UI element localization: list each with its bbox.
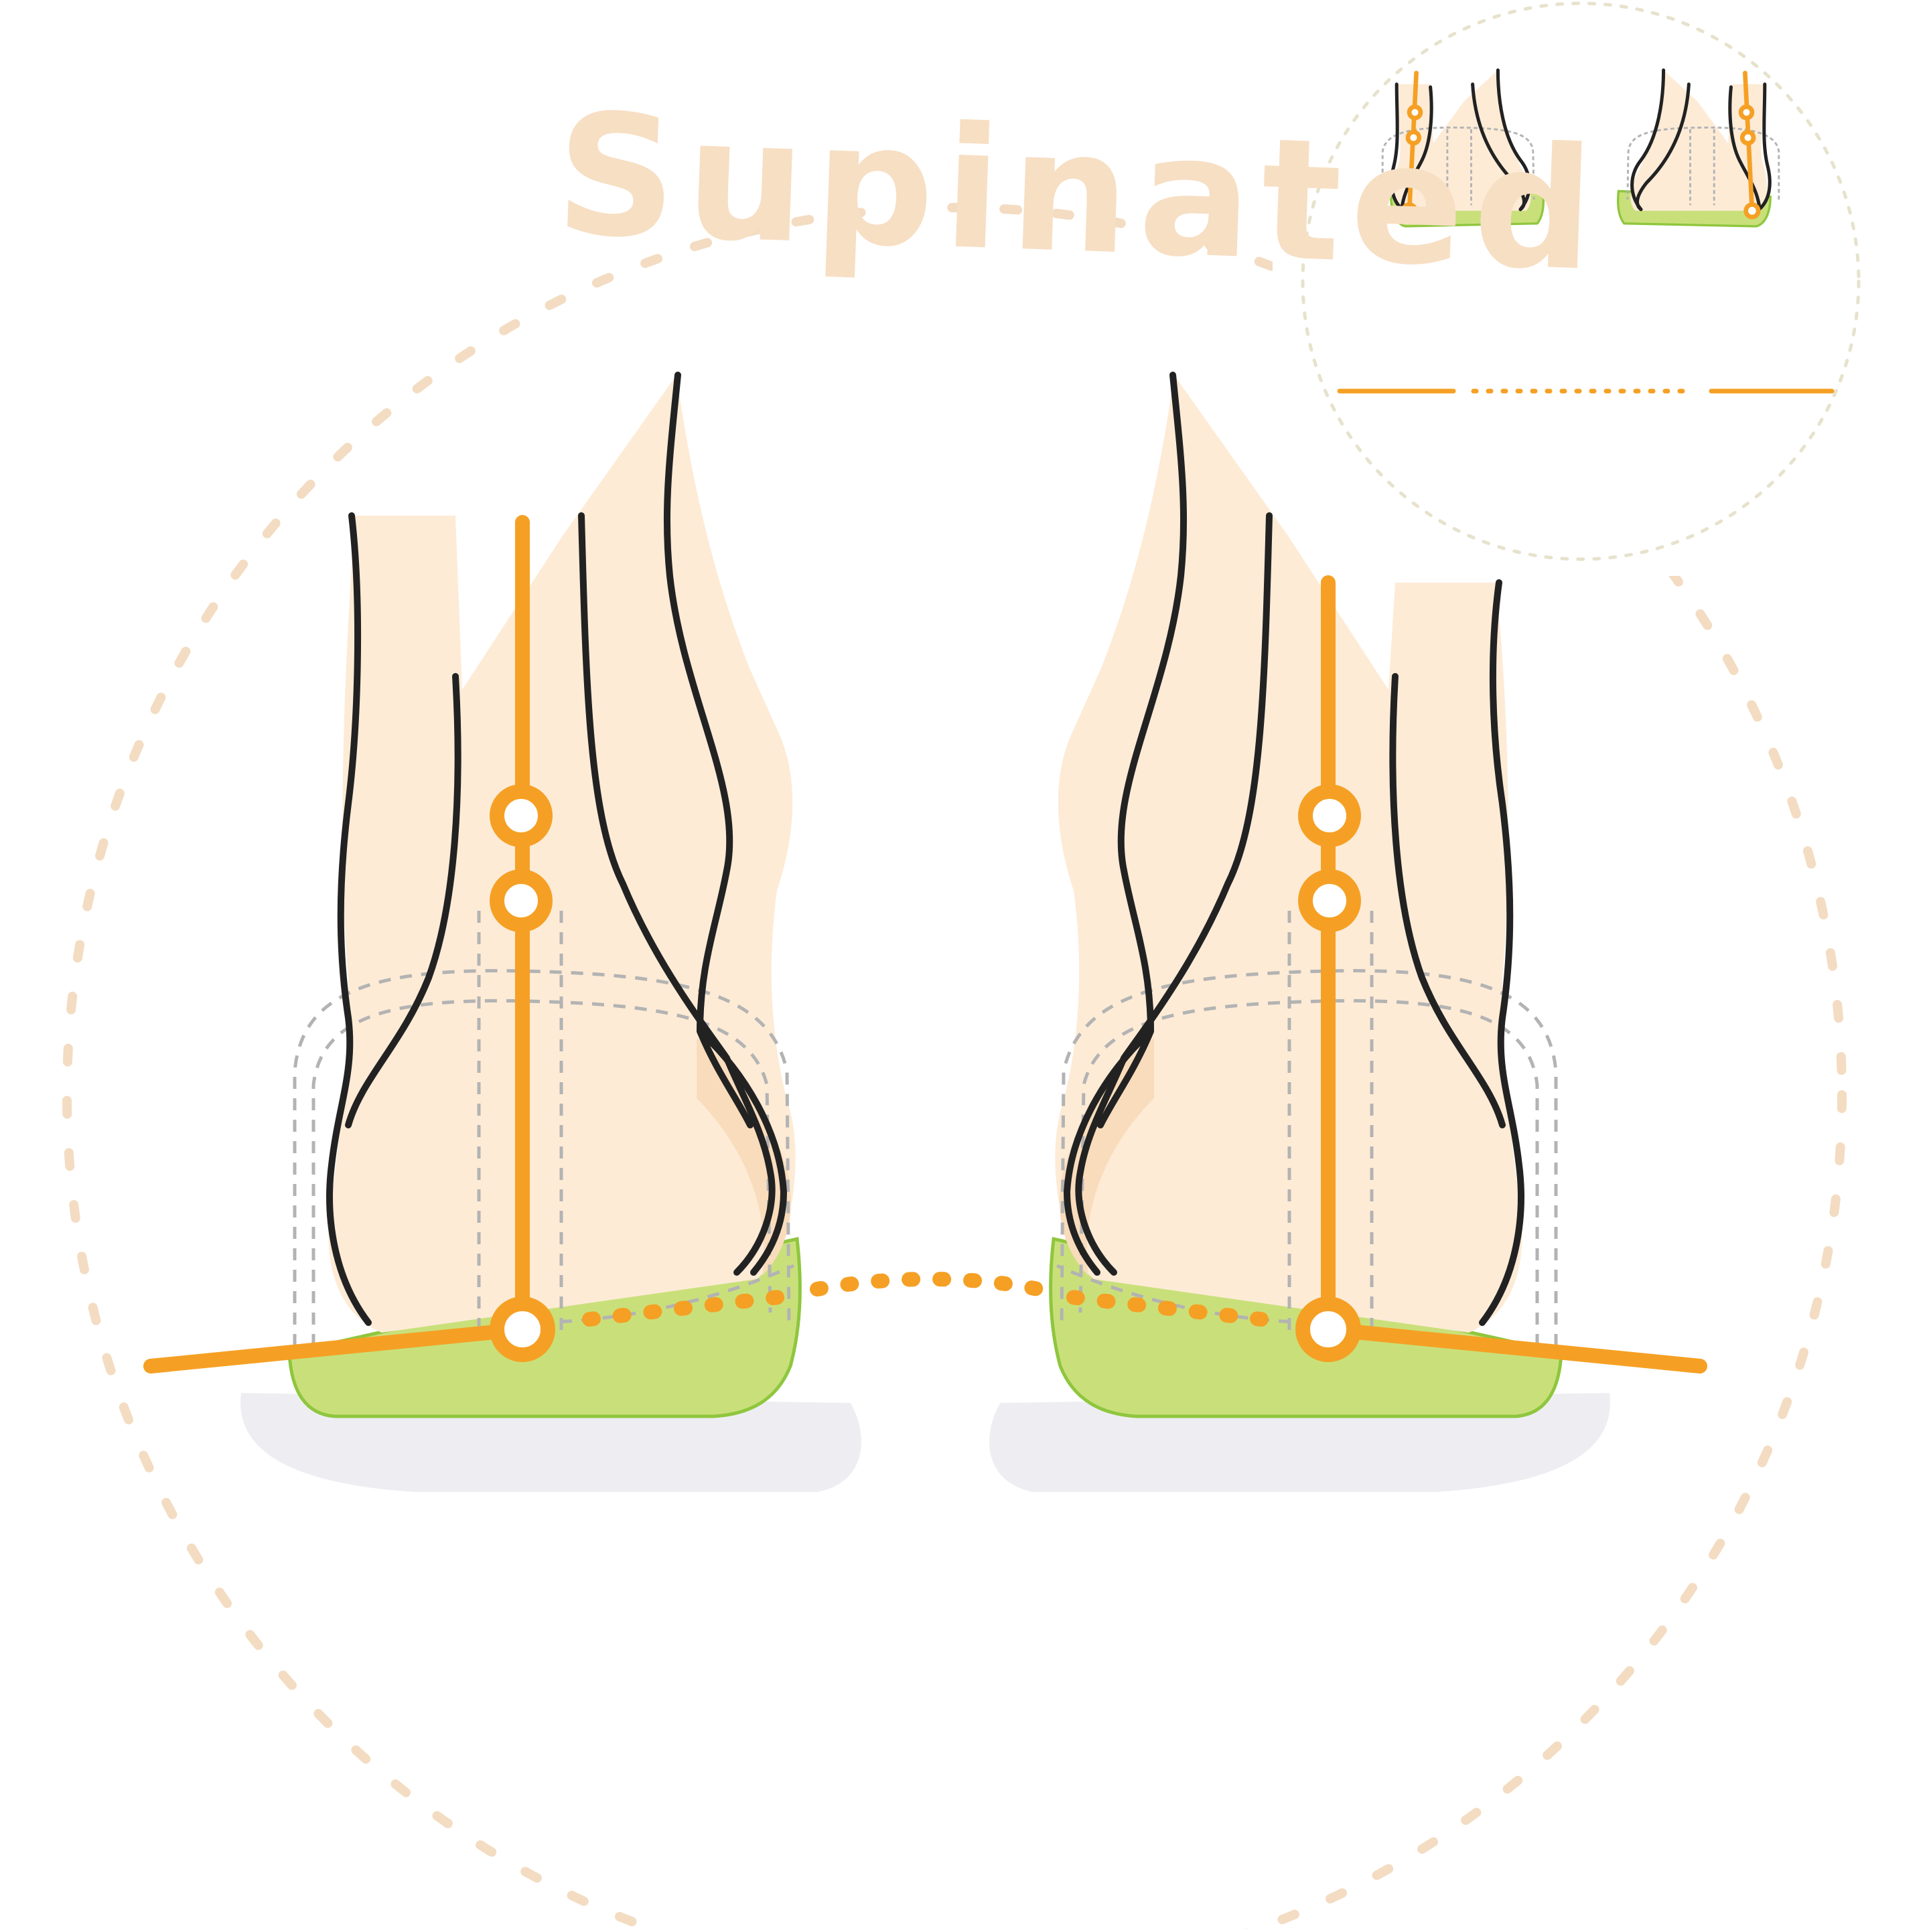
inset-right-foot [1616,68,1780,228]
heel-skin [328,375,796,1333]
inset-left-foot [1381,68,1545,228]
inset-dashed-circle [1301,1,1861,561]
insole-bridge-dots [810,1272,1046,1296]
axis-joint [1298,784,1361,847]
right-foot [989,372,1707,1492]
axis-joint [1295,1296,1361,1362]
axis-dotted-link [582,1288,798,1327]
leg-outline [1064,372,1524,1326]
leg-outline [326,372,787,1326]
axis-joint [1298,869,1361,932]
axis-dotted-link [1053,1288,1269,1327]
alignment-axis [1053,575,1707,1373]
alignment-axis [143,515,798,1373]
axis-joint [490,869,553,932]
main-diagram [143,372,1707,1492]
main-dashed-circle [62,203,1847,1932]
axis-joint [490,1296,555,1362]
inset-mask [1273,13,1916,576]
inset-diagram [1337,68,1835,394]
axis-joint [490,784,553,847]
left-foot [143,372,861,1492]
page-title: Supinated [553,76,1606,309]
